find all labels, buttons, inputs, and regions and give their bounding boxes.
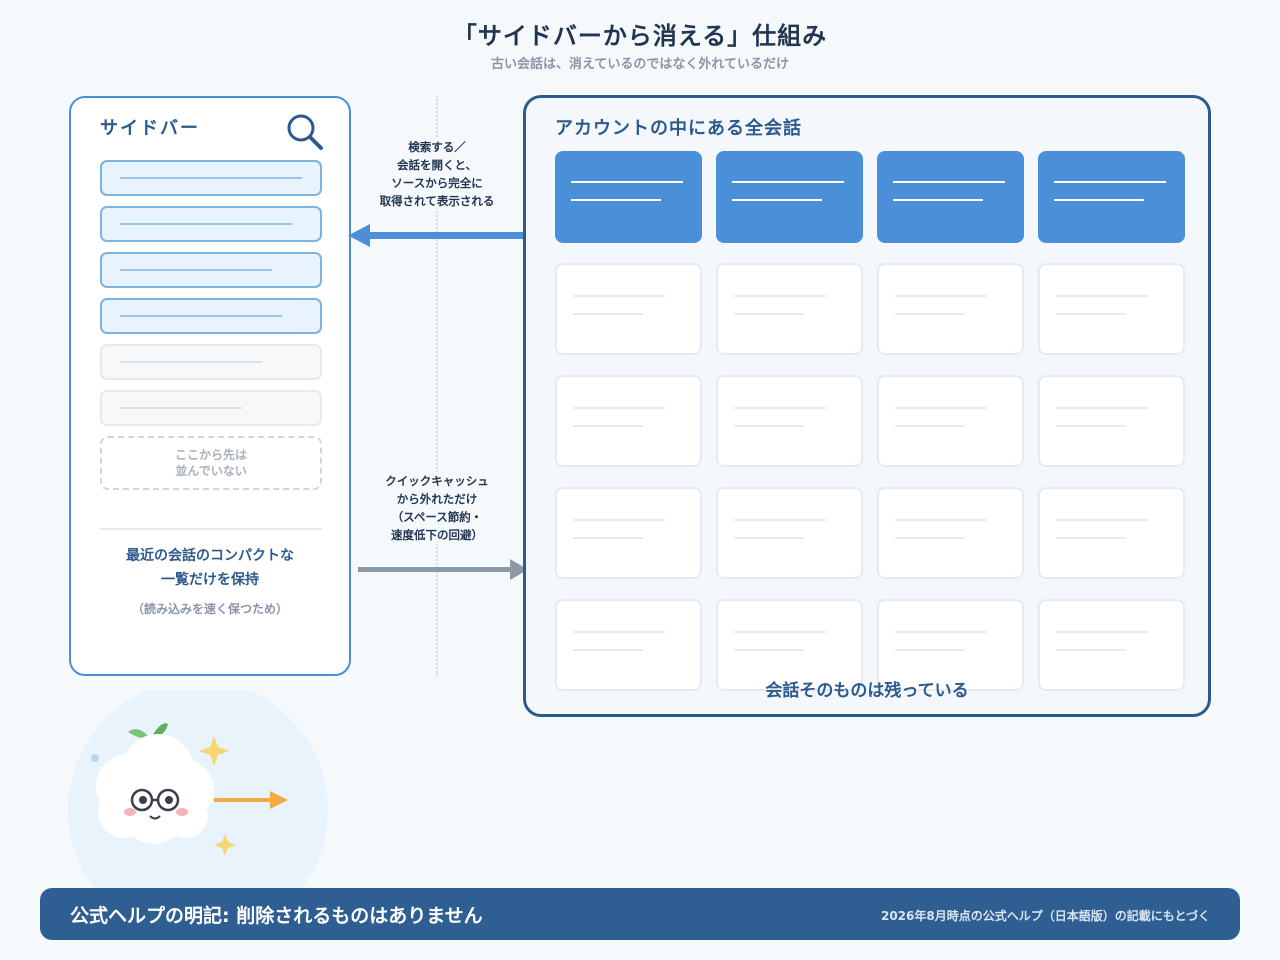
conversation-card[interactable] xyxy=(716,599,863,691)
card-line xyxy=(895,295,987,297)
card-line xyxy=(1056,407,1148,409)
card-line xyxy=(734,295,826,297)
sidebar-note-line2: 一覧だけを保持 xyxy=(161,572,259,588)
card-line xyxy=(734,407,826,409)
card-line xyxy=(571,199,661,201)
sidebar-note-sub: （読み込みを速く保つため） xyxy=(131,602,288,616)
card-line xyxy=(573,407,665,409)
card-line xyxy=(734,425,804,427)
card-line xyxy=(893,181,1005,183)
sidebar-note-line1: 最近の会話のコンパクトな xyxy=(126,548,294,564)
conversation-card[interactable] xyxy=(1038,375,1185,467)
card-line xyxy=(573,313,643,315)
cutoff-label-line1: ここから先は xyxy=(174,448,247,462)
card-line xyxy=(1056,519,1148,521)
page-title: 「サイドバーから消える」仕組み xyxy=(452,22,828,50)
card-line xyxy=(734,537,804,539)
card-line xyxy=(895,631,987,633)
search-arrow-label: 検索する／ 会話を開くと、 ソースから完全に 取得されて表示される xyxy=(360,138,514,210)
sidebar-item-faded xyxy=(100,344,322,380)
card-line xyxy=(734,631,826,633)
conversation-card-retrieved[interactable] xyxy=(555,151,702,243)
sidebar-item[interactable] xyxy=(100,160,322,196)
footer-banner: 公式ヘルプの明記: 削除されるものはありません 2026年8月時点の公式ヘルプ（… xyxy=(40,888,1240,940)
card-line xyxy=(1056,425,1126,427)
arrow-left-icon xyxy=(348,224,528,247)
search-label-line: ソースから完全に xyxy=(391,176,483,190)
card-line xyxy=(573,295,665,297)
card-line xyxy=(1056,295,1148,297)
search-icon xyxy=(287,114,323,150)
card-line xyxy=(573,649,643,651)
conversation-card-retrieved[interactable] xyxy=(1038,151,1185,243)
card-line xyxy=(895,425,965,427)
card-line xyxy=(895,519,987,521)
card-line xyxy=(573,537,643,539)
sidebar-item[interactable] xyxy=(100,252,322,288)
conversation-card[interactable] xyxy=(1038,263,1185,355)
card-line xyxy=(895,313,965,315)
sidebar-item[interactable] xyxy=(100,298,322,334)
conversation-card[interactable] xyxy=(877,487,1024,579)
card-line xyxy=(1054,181,1166,183)
cache-label-line: から外れただけ xyxy=(396,492,478,506)
cache-arrow-label: クイックキャッシュ から外れただけ （スペース節約・ 速度低下の回避） xyxy=(360,472,514,544)
cache-label-line: （スペース節約・ xyxy=(391,510,483,524)
card-line xyxy=(1056,649,1126,651)
conversation-card[interactable] xyxy=(877,375,1024,467)
account-panel: アカウントの中にある全会話 会話そのものは残っている xyxy=(523,95,1211,717)
card-line xyxy=(573,631,665,633)
card-line xyxy=(1056,537,1126,539)
conversation-card[interactable] xyxy=(716,375,863,467)
sidebar-divider xyxy=(100,528,322,530)
conversation-card[interactable] xyxy=(716,487,863,579)
conversation-card[interactable] xyxy=(555,263,702,355)
search-label-line: 会話を開くと、 xyxy=(396,158,478,172)
sidebar-cutoff-placeholder: ここから先は 並んでいない xyxy=(100,436,322,490)
page-subtitle: 古い会話は、消えているのではなく外れているだけ xyxy=(491,57,789,72)
sidebar-item[interactable] xyxy=(100,206,322,242)
cache-label-line: クイックキャッシュ xyxy=(385,474,489,488)
card-line xyxy=(1054,199,1144,201)
card-line xyxy=(734,649,804,651)
card-line xyxy=(573,519,665,521)
card-line xyxy=(573,425,643,427)
divider-dotted-line xyxy=(436,96,438,676)
card-line xyxy=(734,519,826,521)
cache-label-line: 速度低下の回避） xyxy=(391,528,483,542)
card-line xyxy=(895,649,965,651)
sidebar-item-faded xyxy=(100,390,322,426)
conversation-card[interactable] xyxy=(877,599,1024,691)
footer-main-text: 公式ヘルプの明記: 削除されるものはありません xyxy=(70,905,483,927)
conversation-card[interactable] xyxy=(555,487,702,579)
account-note: 会話そのものは残っている xyxy=(765,681,969,701)
search-label-line: 取得されて表示される xyxy=(379,194,495,208)
conversation-card-retrieved[interactable] xyxy=(716,151,863,243)
sidebar-panel: サイドバー ここから先は 並んでいない 最近の会話のコンパクトな 一覧だけを保持… xyxy=(69,96,351,676)
card-line xyxy=(895,407,987,409)
card-line xyxy=(571,181,683,183)
conversation-card[interactable] xyxy=(716,263,863,355)
conversation-card[interactable] xyxy=(555,375,702,467)
sidebar-note: 最近の会話のコンパクトな 一覧だけを保持 xyxy=(71,544,349,592)
cutoff-label-line2: 並んでいない xyxy=(175,464,247,478)
card-line xyxy=(1056,313,1126,315)
card-line xyxy=(732,199,822,201)
conversation-card[interactable] xyxy=(877,263,1024,355)
card-line xyxy=(732,181,844,183)
card-line xyxy=(734,313,804,315)
conversation-card-retrieved[interactable] xyxy=(877,151,1024,243)
cloud-mascot-icon xyxy=(68,690,328,890)
card-line xyxy=(895,537,965,539)
conversation-card[interactable] xyxy=(1038,487,1185,579)
sidebar-title: サイドバー xyxy=(100,118,200,139)
arrow-right-icon xyxy=(358,559,528,580)
card-line xyxy=(1056,631,1148,633)
card-line xyxy=(893,199,983,201)
search-label-line: 検索する／ xyxy=(408,140,466,154)
conversation-card[interactable] xyxy=(1038,599,1185,691)
conversation-card[interactable] xyxy=(555,599,702,691)
account-title: アカウントの中にある全会話 xyxy=(555,118,802,139)
footer-note: 2026年8月時点の公式ヘルプ（日本語版）の記載にもとづく xyxy=(880,909,1210,923)
